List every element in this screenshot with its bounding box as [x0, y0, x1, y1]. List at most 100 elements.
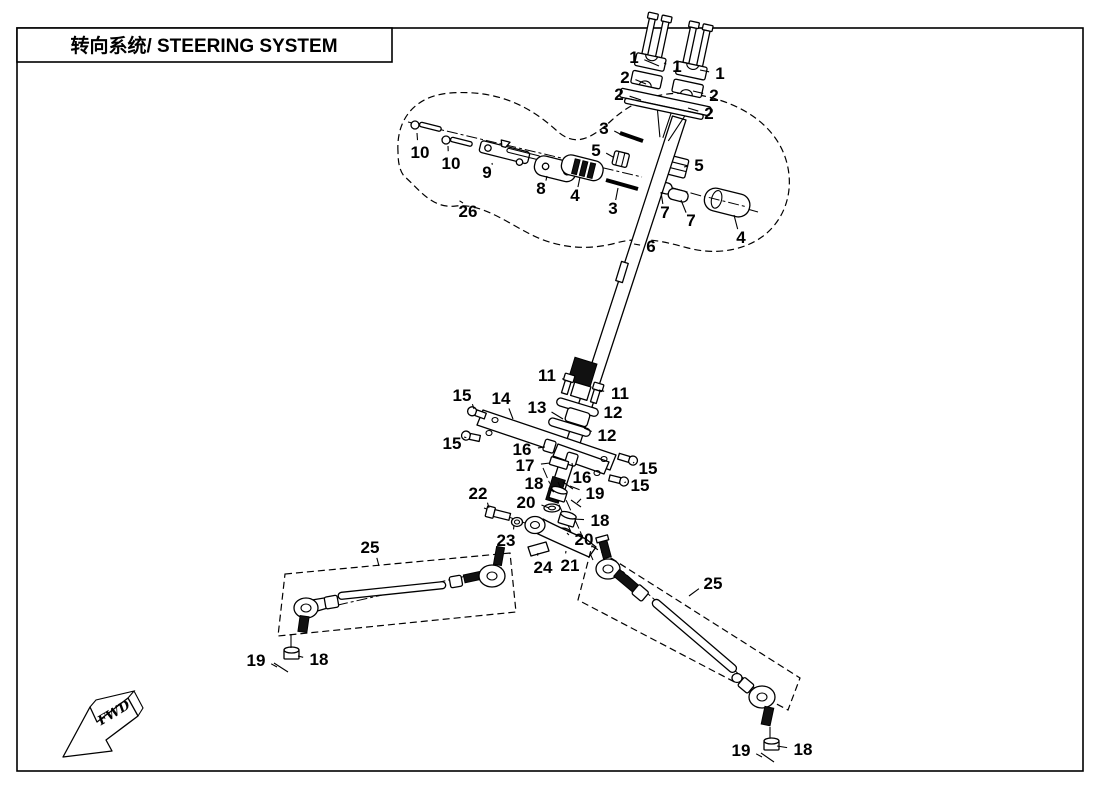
bushing-13: [564, 407, 591, 428]
callout-7: 7: [660, 203, 669, 222]
callout-15: 15: [453, 386, 472, 405]
leader-line: [569, 485, 580, 491]
callout-20: 20: [517, 493, 536, 512]
leader-line: [615, 187, 619, 201]
leader-line: [591, 406, 598, 410]
leader-line: [486, 502, 490, 509]
bushing-assembly: [548, 356, 605, 437]
callout-11: 11: [538, 366, 556, 385]
parts-group-26-outline: [397, 91, 790, 252]
page-border: [16, 27, 1084, 772]
leader-line: [755, 753, 763, 758]
bolt-15d: [608, 474, 630, 487]
callout-12: 12: [598, 426, 617, 445]
jam-nut-left: [323, 594, 340, 610]
callout-19: 19: [247, 651, 266, 670]
pin-17: [548, 456, 570, 470]
leader-line: [471, 403, 475, 410]
plate-12b: [548, 417, 591, 437]
leader-line: [571, 462, 574, 468]
clamp-2b: [630, 69, 663, 90]
spacer-16a: [542, 438, 557, 454]
tie-rod-right-25: [577, 534, 801, 763]
bolt-15a: [466, 406, 487, 420]
pitman-arm-assembly: [524, 515, 597, 558]
leader-line: [571, 518, 585, 521]
callout-12: 12: [604, 403, 623, 422]
callout-5: 5: [591, 141, 600, 160]
cotter-pin-19-right-bottom: [760, 752, 775, 763]
bolt-22: [484, 505, 512, 521]
callout-3: 3: [599, 119, 608, 138]
callout-15: 15: [631, 476, 650, 495]
pin-3-bottom: [605, 178, 639, 191]
callout-15: 15: [639, 459, 658, 478]
leader-line: [541, 504, 550, 509]
callout-10: 10: [411, 143, 430, 162]
bolt-11a: [560, 372, 576, 396]
leader-line: [633, 243, 641, 246]
leader-line: [776, 745, 788, 749]
callout-16: 16: [573, 468, 592, 487]
fwd-arrow: FWD: [62, 690, 144, 758]
callout-20: 20: [575, 530, 594, 549]
screw-10a: [410, 120, 442, 132]
callout-1: 1: [715, 64, 724, 83]
leader-line: [632, 461, 635, 464]
callout-9: 9: [482, 163, 491, 182]
callout-16: 16: [513, 440, 532, 459]
leader-line: [660, 191, 664, 204]
leader-line: [545, 175, 548, 181]
callout-25: 25: [361, 538, 380, 557]
nut-5-left: [611, 150, 630, 168]
callout-2: 2: [614, 85, 623, 104]
callout-19: 19: [732, 741, 751, 760]
tie-rod-right-outline: [577, 545, 801, 711]
bolt-15c: [617, 452, 639, 466]
leader-line: [551, 411, 564, 420]
leader-line: [297, 655, 304, 658]
leader-line: [663, 62, 667, 65]
spacer-7b: [667, 187, 689, 203]
callout-18: 18: [525, 474, 544, 493]
arm-boss: [524, 515, 546, 535]
screw-10b: [441, 135, 473, 147]
leader-line: [376, 557, 380, 567]
leader-line: [577, 176, 581, 188]
tie-rod-left-25: [273, 545, 517, 673]
callout-14: 14: [492, 389, 511, 408]
tie-rod-shaft-left: [337, 581, 447, 600]
leader-line: [537, 446, 546, 449]
leader-line: [733, 214, 739, 230]
callout-17: 17: [516, 456, 535, 475]
callout-24: 24: [534, 558, 553, 577]
leader-line: [459, 200, 464, 204]
callout-6: 6: [646, 237, 655, 256]
nut-right-inner: [737, 677, 755, 694]
title-box: [16, 27, 393, 63]
leader-line: [598, 389, 605, 392]
callout-21: 21: [561, 556, 580, 575]
tie-rod-end-outer-right: [595, 534, 621, 580]
callout-22: 22: [469, 484, 488, 503]
callout-25: 25: [704, 574, 723, 593]
leader-line: [635, 79, 647, 85]
pin-3-top: [619, 131, 644, 143]
callout-13: 13: [528, 398, 547, 417]
nut-18-left-bottom: [283, 646, 300, 660]
leader-line: [688, 588, 700, 597]
leader-line: [687, 107, 699, 112]
grip-4-right: [703, 187, 751, 218]
callout-8: 8: [536, 179, 545, 198]
blob-contents: [407, 120, 759, 218]
washer-right: [731, 672, 743, 684]
callout-2: 2: [704, 104, 713, 123]
bolt-11b: [589, 381, 605, 405]
nut-18-right-bottom: [763, 737, 780, 751]
callout-2: 2: [709, 86, 718, 105]
handlebar-plate: [619, 87, 712, 142]
lever-9: [478, 139, 531, 166]
cotter-pin-19a: [562, 481, 574, 490]
